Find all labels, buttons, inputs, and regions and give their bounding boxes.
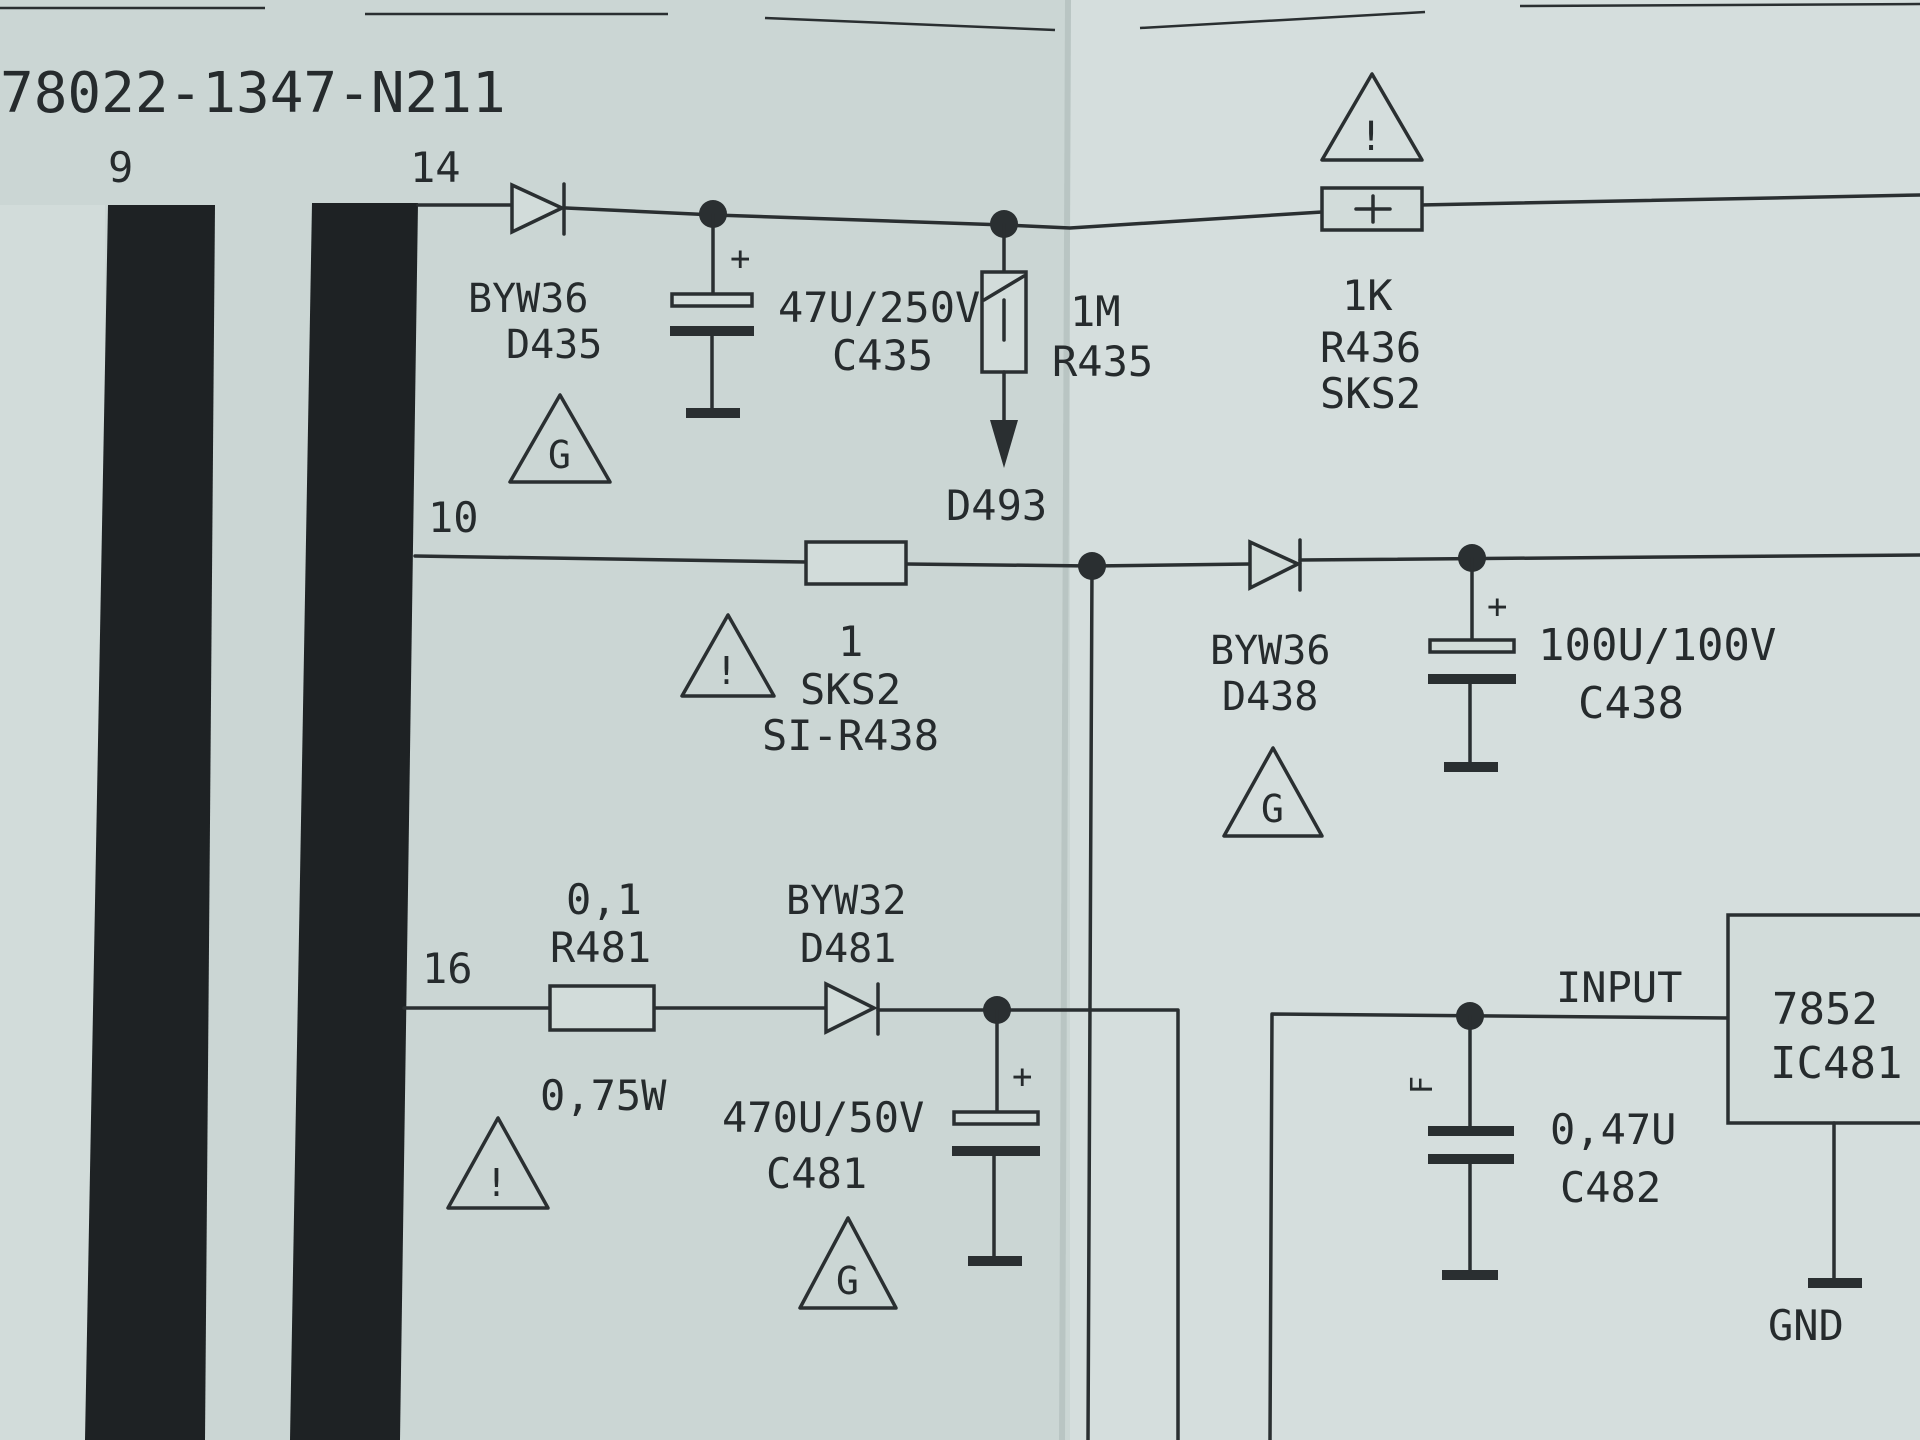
- r481-warning-icon: !: [446, 1116, 550, 1210]
- c481-value: 470U/50V: [722, 1093, 924, 1142]
- r438-type: SKS2: [800, 665, 901, 714]
- paper-right-panel: [1070, 0, 1920, 1440]
- d438-type: BYW36: [1210, 628, 1330, 674]
- ic481-input-label: INPUT: [1556, 963, 1682, 1012]
- pin-10-label: 10: [428, 493, 479, 542]
- diode-d438: [1248, 538, 1303, 592]
- c482-ref: C482: [1560, 1163, 1661, 1212]
- c482-mark: F: [1405, 1076, 1440, 1094]
- svg-text:G: G: [1261, 787, 1284, 831]
- d435-type: BYW36: [468, 276, 588, 322]
- svg-text:!: !: [715, 649, 738, 693]
- diode-d481: [824, 981, 880, 1036]
- c435-ref: C435: [832, 331, 933, 380]
- c435-plus: +: [730, 239, 750, 279]
- r481-power: 0,75W: [540, 1071, 667, 1120]
- svg-text:!: !: [1359, 114, 1383, 160]
- drawing-number: 78022-1347-N211: [0, 61, 506, 126]
- capacitor-c481: [952, 1008, 1040, 1266]
- ic481-body: [1726, 913, 1920, 1288]
- ic481-input-wires: [1268, 1012, 1730, 1440]
- ic481-type: 7852: [1772, 984, 1878, 1035]
- r438-ref: SI-R438: [762, 711, 939, 760]
- ic481-gnd-label: GND: [1768, 1301, 1844, 1350]
- c438-plus: +: [1487, 587, 1507, 627]
- top-border-lines: [0, 2, 1920, 32]
- svg-text:G: G: [836, 1259, 859, 1303]
- paper-fold: [1059, 0, 1071, 1440]
- resistor-r481: [548, 984, 656, 1032]
- resistor-si-r438: [804, 540, 908, 586]
- svg-text:G: G: [548, 433, 571, 477]
- d493-ref: D493: [946, 481, 1047, 530]
- c481-plus: +: [1012, 1057, 1032, 1097]
- capacitor-c435: [670, 212, 754, 418]
- r436-type: SKS2: [1320, 369, 1421, 418]
- r438-value: 1: [838, 617, 863, 666]
- d481-type: BYW32: [786, 878, 906, 924]
- pin-9-label: 9: [108, 143, 133, 192]
- rail-10-wires: [413, 553, 1920, 1440]
- r481-ref: R481: [550, 923, 651, 972]
- capacitor-c482: [1428, 1014, 1514, 1280]
- r435-value: 1M: [1070, 287, 1121, 336]
- d438-ref: D438: [1222, 674, 1318, 720]
- c482-value: 0,47U: [1550, 1105, 1676, 1154]
- c438-value: 100U/100V: [1538, 620, 1776, 671]
- r438-warning-icon: !: [680, 613, 776, 698]
- d438-g-mark: G: [1222, 746, 1324, 838]
- transformer-winding: [290, 203, 418, 1440]
- pin-16-label: 16: [422, 944, 473, 993]
- resistor-r435: [980, 222, 1028, 468]
- c481-g-mark: G: [798, 1216, 898, 1310]
- r436-value: 1K: [1342, 271, 1393, 320]
- junction-rail-10: [1078, 552, 1106, 580]
- d481-ref: D481: [800, 926, 896, 972]
- c438-ref: C438: [1578, 678, 1684, 729]
- r436-ref: R436: [1320, 323, 1421, 372]
- r481-value: 0,1: [566, 875, 642, 924]
- diode-d435: [510, 182, 567, 236]
- r435-ref: R435: [1052, 337, 1153, 386]
- ic481-ref: IC481: [1770, 1038, 1902, 1089]
- rail-16-wires: [402, 1006, 1180, 1440]
- capacitor-c438: [1428, 556, 1516, 772]
- c435-value: 47U/250V: [778, 283, 980, 332]
- pin-14-label: 14: [410, 143, 461, 192]
- r436-warning-icon: !: [1320, 72, 1424, 162]
- c481-ref: C481: [766, 1149, 867, 1198]
- d435-ref: D435: [506, 322, 602, 368]
- svg-text:!: !: [485, 1161, 508, 1205]
- transformer-left-panel: [0, 205, 215, 1440]
- d435-g-mark: G: [508, 393, 612, 484]
- fuse-resistor-r436: [1320, 186, 1424, 232]
